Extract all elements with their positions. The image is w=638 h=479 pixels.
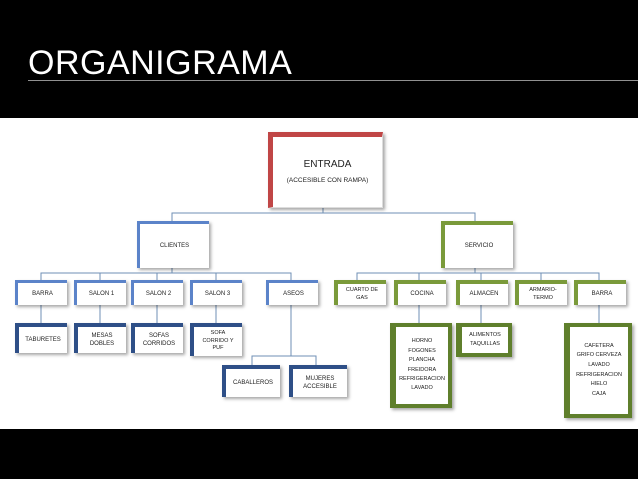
cuarto-gas-label: CUARTO DE GAS: [345, 287, 379, 301]
salon3-label: SALON 3: [204, 290, 231, 297]
barra-detail-node: CAFETERA GRIFO CERVEZA LAVADO REFRIGERAC…: [564, 323, 632, 418]
almacen-detail-label: ALIMENTOS TAQUILLAS: [469, 331, 501, 347]
sofa-corrido-puf-label: SOFA CORRIDO Y PUF: [202, 330, 234, 352]
org-chart-canvas: ENTRADA (ACCESIBLE CON RAMPA) CLIENTES S…: [0, 118, 638, 429]
title-underline: [28, 80, 638, 81]
entrada-title: ENTRADA: [303, 158, 352, 170]
salon1-node: SALON 1: [74, 280, 126, 305]
mujeres-accesible-label: MUJERES ACCESIBLE: [303, 375, 337, 390]
salon3-node: SALON 3: [190, 280, 242, 305]
almacen-label: ALMACEN: [469, 291, 499, 298]
aseos-node: ASEOS: [266, 280, 318, 305]
aseos-label: ASEOS: [283, 290, 304, 297]
salon2-label: SALON 2: [145, 290, 172, 297]
cuarto-gas-node: CUARTO DE GAS: [334, 280, 386, 305]
mesas-dobles-node: MESAS DOBLES: [74, 323, 126, 353]
almacen-detail-node: ALIMENTOS TAQUILLAS: [456, 323, 512, 357]
clientes-barra-label: BARRA: [32, 290, 53, 297]
almacen-node: ALMACEN: [456, 280, 508, 305]
clientes-barra-node: BARRA: [15, 280, 67, 305]
cocina-node: COCINA: [394, 280, 446, 305]
cocina-detail-node: HORNO FOGONES PLANCHA FREIDORA REFRIGERA…: [390, 323, 452, 408]
entrada-node: ENTRADA (ACCESIBLE CON RAMPA): [268, 132, 383, 208]
caballeros-node: CABALLEROS: [222, 365, 280, 397]
barra-detail-label: CAFETERA GRIFO CERVEZA LAVADO REFRIGERAC…: [576, 342, 622, 397]
salon1-label: SALON 1: [88, 290, 115, 297]
sofas-corridos-label: SOFAS CORRIDOS: [142, 332, 176, 347]
armario-termo-node: ARMARIO- TERMO: [515, 280, 567, 305]
servicio-barra-label: BARRA: [591, 291, 613, 298]
sofas-corridos-node: SOFAS CORRIDOS: [131, 323, 183, 353]
caballeros-label: CABALLEROS: [232, 379, 274, 386]
entrada-subtitle: (ACCESIBLE CON RAMPA): [286, 177, 369, 185]
servicio-node: SERVICIO: [441, 221, 513, 268]
sofa-corrido-puf-node: SOFA CORRIDO Y PUF: [190, 323, 242, 356]
connector-lines: [40, 208, 600, 365]
taburetes-node: TABURETES: [15, 323, 67, 353]
mesas-dobles-label: MESAS DOBLES: [89, 332, 115, 347]
cocina-label: COCINA: [410, 291, 434, 298]
servicio-label: SERVICIO: [464, 243, 494, 250]
clientes-label: CLIENTES: [159, 242, 190, 249]
clientes-node: CLIENTES: [137, 221, 209, 268]
cocina-detail-label: HORNO FOGONES PLANCHA FREIDORA REFRIGERA…: [399, 338, 445, 392]
servicio-barra-node: BARRA: [574, 280, 626, 305]
salon2-node: SALON 2: [131, 280, 183, 305]
mujeres-accesible-node: MUJERES ACCESIBLE: [289, 365, 347, 397]
taburetes-label: TABURETES: [25, 336, 61, 343]
slide-title: ORGANIGRAMA: [28, 44, 293, 82]
armario-termo-label: ARMARIO- TERMO: [529, 287, 557, 301]
